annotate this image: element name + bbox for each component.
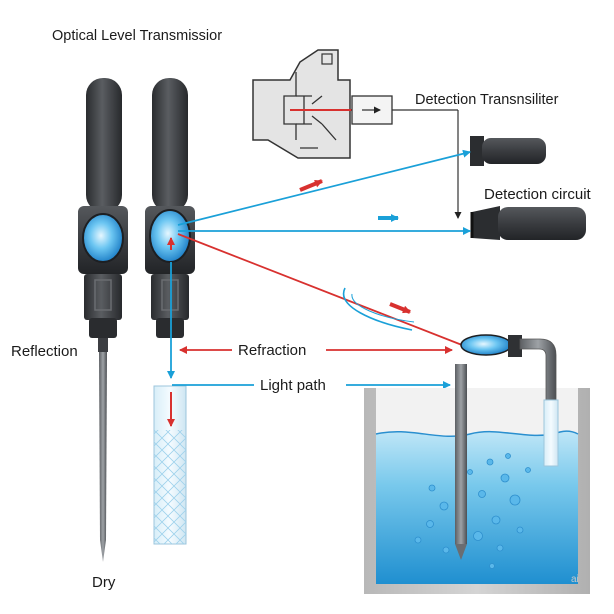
water-tank <box>364 388 590 594</box>
dry-probe-rod <box>99 352 107 562</box>
label-dry: Dry <box>92 574 116 591</box>
label-light-path: Light path <box>260 377 326 394</box>
light-rays <box>167 149 471 427</box>
probe-head-lens <box>460 334 512 356</box>
tank-probe <box>455 334 559 560</box>
label-detection-circuit: Detection circuit <box>484 186 591 203</box>
label-reflection: Reflection <box>11 343 78 360</box>
middle-sensor <box>145 78 195 338</box>
label-refraction: Refraction <box>238 342 307 359</box>
lower-receiver <box>470 206 586 240</box>
upper-receiver <box>470 136 546 166</box>
middle-sensor-lens <box>149 209 191 263</box>
label-detection-transmitter: Detection Transnsiliter <box>415 92 559 108</box>
watermark: ai <box>571 574 579 585</box>
transmitter-schematic <box>252 49 462 219</box>
glass-tube <box>153 385 187 545</box>
left-sensor-lens <box>82 213 124 263</box>
bubbles <box>414 449 531 569</box>
left-sensor <box>78 78 128 562</box>
diagram-title: Optical Level Transmissior <box>52 28 223 44</box>
